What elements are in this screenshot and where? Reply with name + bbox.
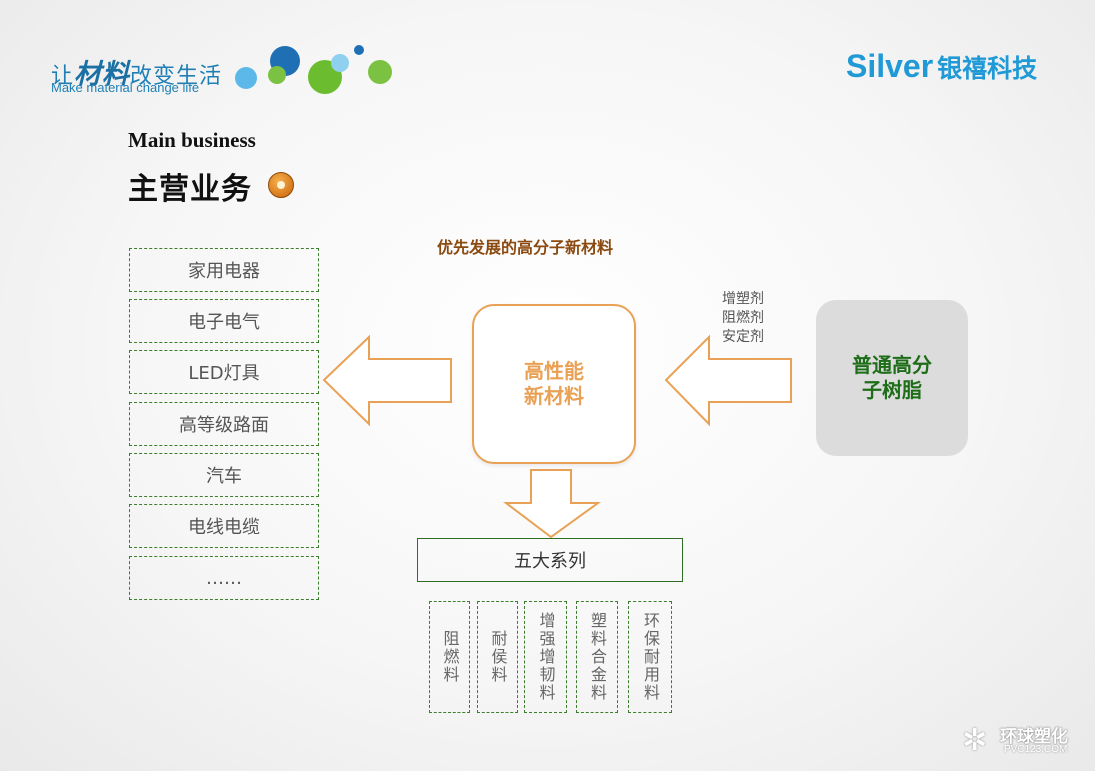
watermark-en: PVC123.COM bbox=[1004, 744, 1068, 755]
application-item: 家用电器 bbox=[129, 248, 319, 292]
series-item-label: 塑料合金料 bbox=[588, 612, 607, 702]
application-item: …… bbox=[129, 556, 319, 600]
additives-list: 增塑剂 阻燃剂 安定剂 bbox=[722, 290, 764, 347]
application-item: 高等级路面 bbox=[129, 402, 319, 446]
series-item-label: 阻燃料 bbox=[440, 630, 460, 684]
center-line1: 高性能 bbox=[524, 359, 584, 383]
series-item-label: 环保耐用料 bbox=[641, 612, 660, 702]
slogan-part2: 改变生活 bbox=[130, 64, 223, 89]
arrow-down-icon bbox=[503, 469, 602, 539]
series-item: 环保耐用料 bbox=[628, 601, 672, 713]
application-item: 电线电缆 bbox=[129, 504, 319, 548]
series-item-label: 增强增韧料 bbox=[536, 612, 556, 702]
additive-item: 增塑剂 bbox=[722, 291, 764, 307]
resin-line2: 子树脂 bbox=[862, 378, 922, 402]
additive-item: 安定剂 bbox=[722, 329, 764, 345]
brand-name-en: Silver bbox=[846, 48, 934, 84]
application-item: 汽车 bbox=[129, 453, 319, 497]
slogan-bold: 材料 bbox=[74, 59, 131, 90]
center-line2: 新材料 bbox=[524, 384, 584, 408]
slogan-part1: 让 bbox=[51, 64, 75, 89]
application-item: 电子电气 bbox=[129, 299, 319, 343]
slogan: 让材料改变生活 bbox=[51, 52, 222, 91]
series-item: 耐侯料 bbox=[477, 601, 518, 713]
high-performance-material-box: 高性能 新材料 bbox=[472, 304, 636, 464]
priority-label: 优先发展的高分子新材料 bbox=[437, 238, 614, 257]
section-title-cn: 主营业务 bbox=[128, 172, 252, 207]
slogan-en: Make material change life bbox=[51, 80, 200, 95]
application-item: LED灯具 bbox=[129, 350, 319, 394]
series-item: 阻燃料 bbox=[429, 601, 470, 713]
resin-line1: 普通高分 bbox=[852, 353, 932, 377]
series-box: 五大系列 bbox=[417, 538, 683, 582]
watermark-icon: ✲ bbox=[962, 723, 988, 758]
series-item: 塑料合金料 bbox=[576, 601, 618, 713]
decorative-dots-logo bbox=[235, 45, 392, 94]
brand-name-cn: 银禧科技 bbox=[937, 54, 1038, 83]
resin-box: 普通高分 子树脂 bbox=[816, 300, 968, 456]
section-title-en: Main business bbox=[128, 128, 256, 152]
watermark-cn: 环球塑化 bbox=[1000, 727, 1068, 747]
additive-item: 阻燃剂 bbox=[722, 310, 764, 326]
series-item: 增强增韧料 bbox=[524, 601, 567, 713]
arrow-left-icon bbox=[322, 334, 452, 427]
bullet-circle-icon bbox=[268, 172, 294, 198]
series-item-label: 耐侯料 bbox=[488, 630, 508, 684]
arrow-left-into-center-icon bbox=[664, 334, 792, 427]
